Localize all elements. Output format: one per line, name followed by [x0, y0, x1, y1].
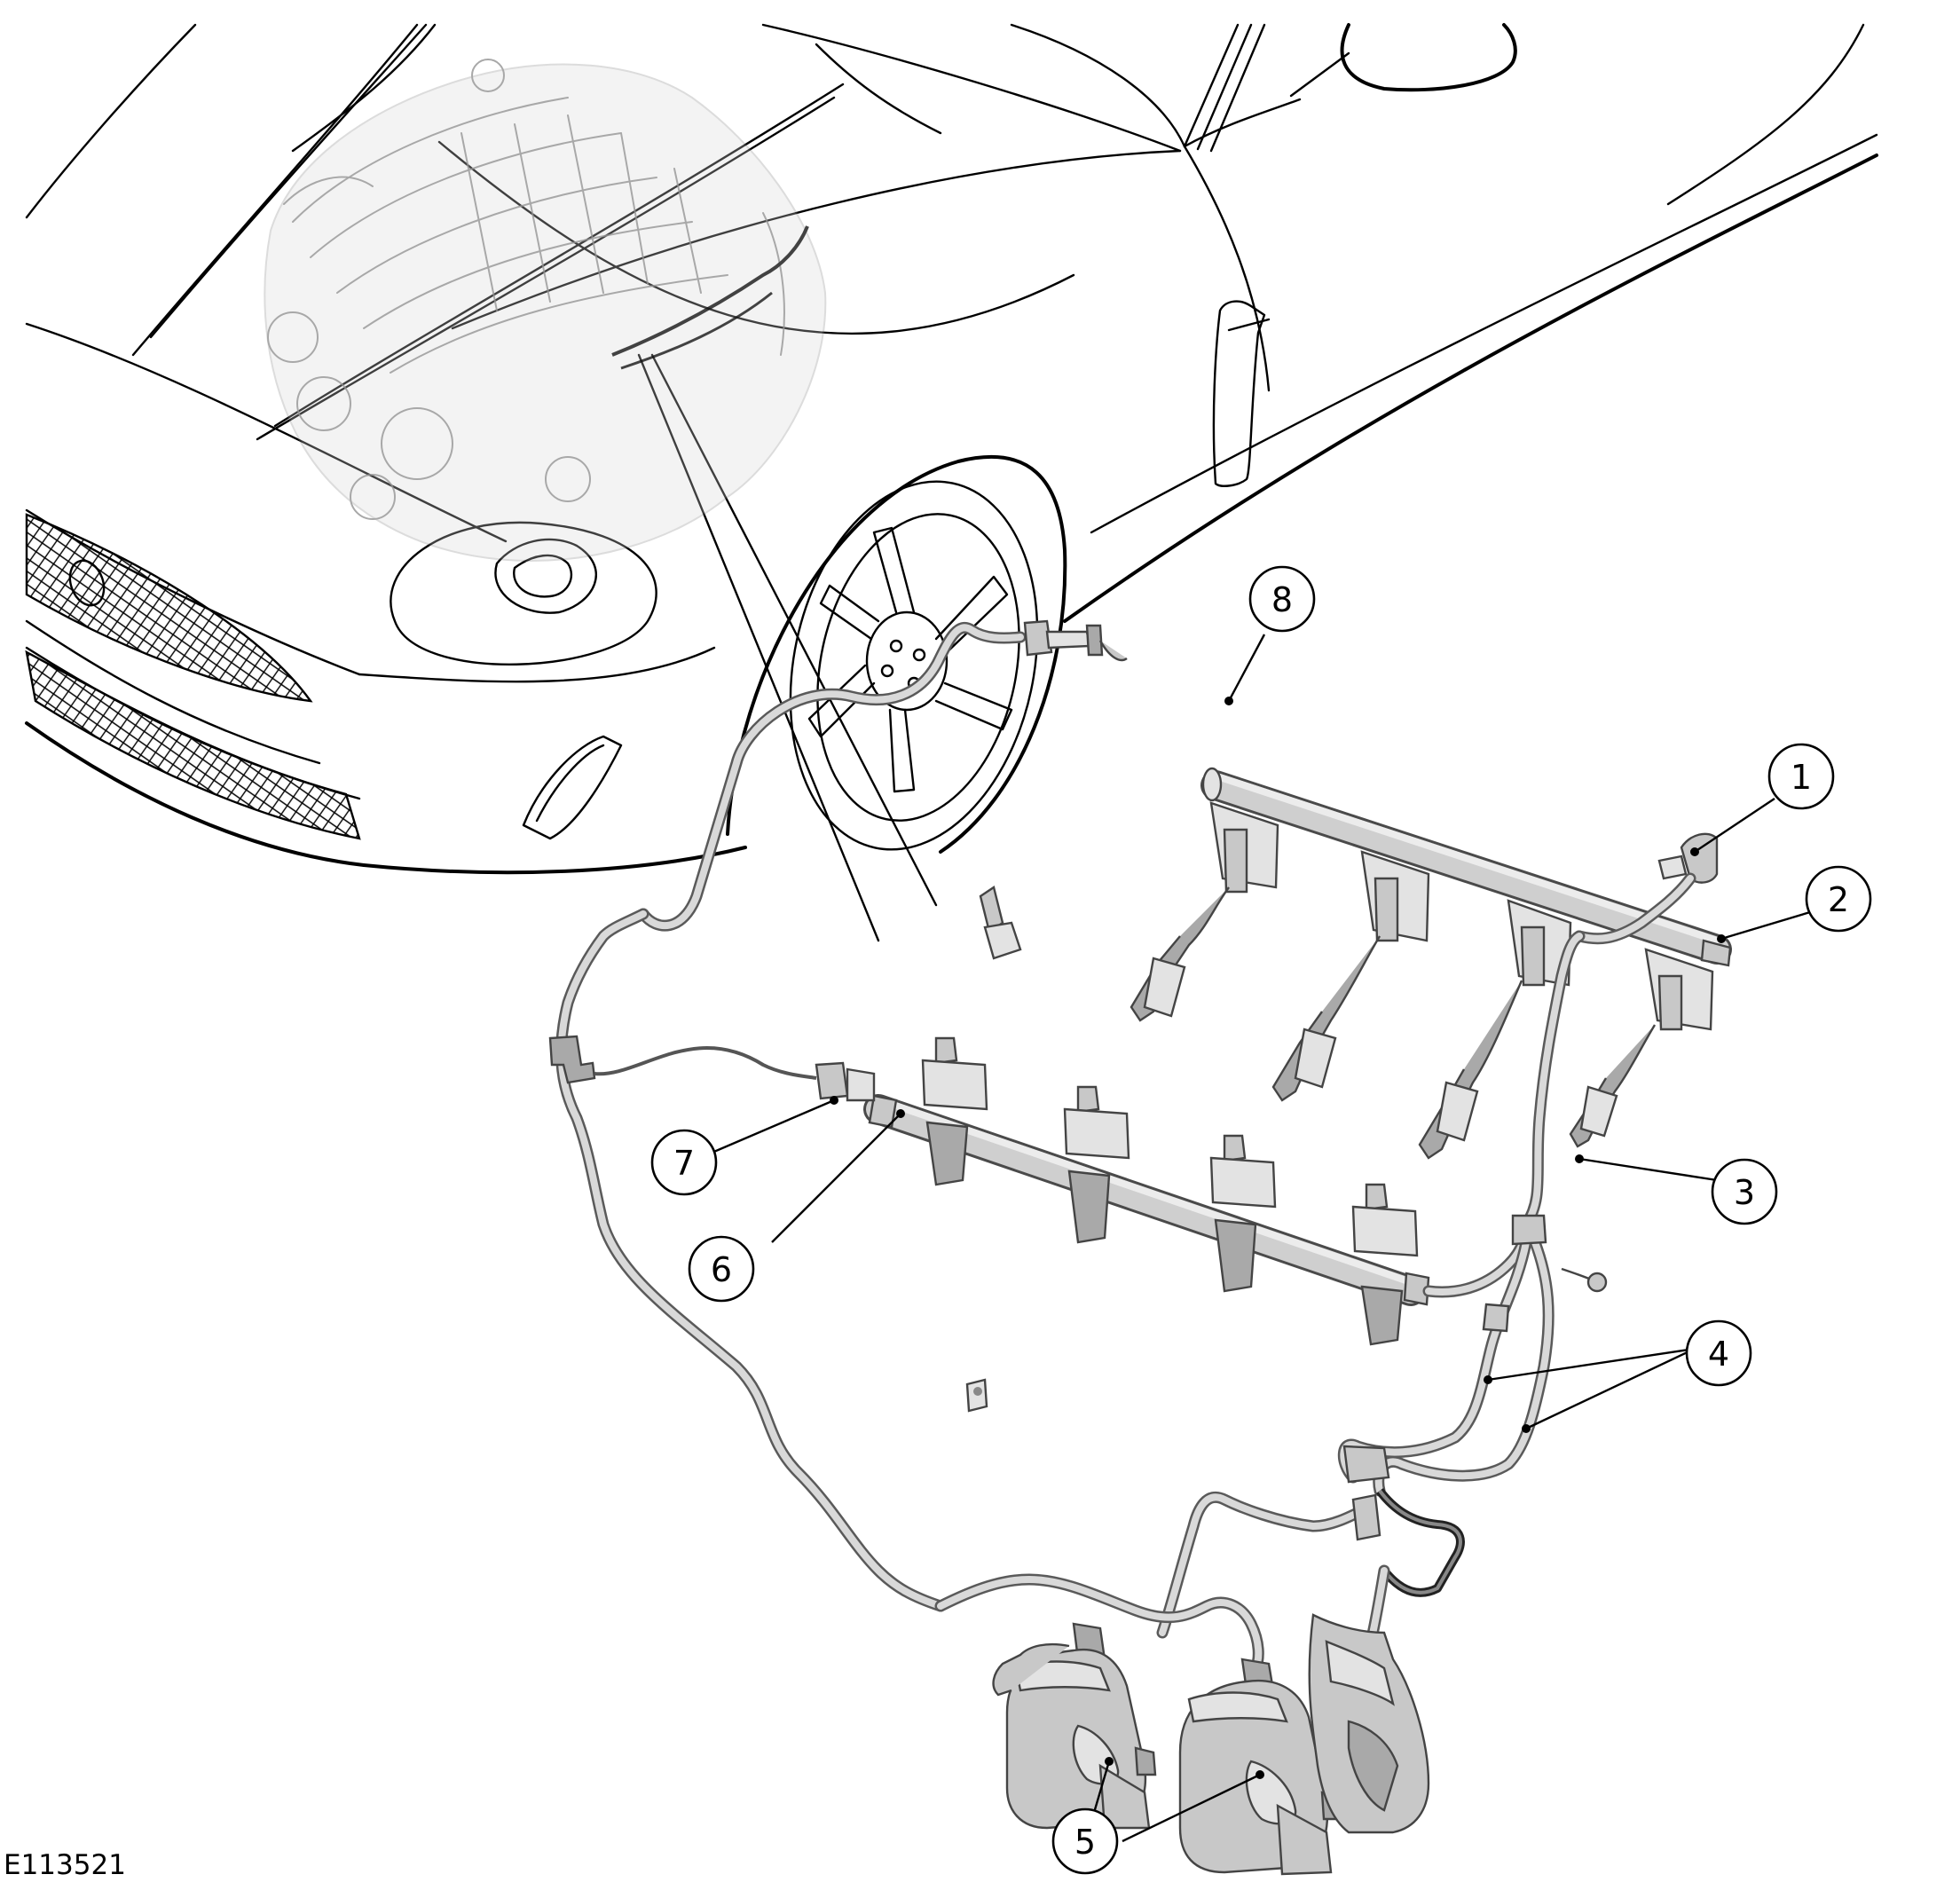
callout-6: 6	[688, 1235, 755, 1303]
callout-2: 2	[1805, 865, 1872, 933]
lower-grille	[25, 650, 361, 840]
figure-id: E113521	[4, 1849, 126, 1881]
fuel-supply-pipes	[1156, 930, 1608, 1648]
injector-right-2	[1271, 850, 1430, 1102]
fuel-rail-right	[1130, 767, 1732, 1160]
svg-text:1: 1	[1791, 758, 1812, 797]
injector-left-2	[1063, 1085, 1130, 1244]
callout-3: 3	[1711, 1158, 1778, 1225]
engine-ghost	[264, 59, 827, 562]
svg-text:5: 5	[1074, 1823, 1096, 1862]
callout-1: 1	[1767, 743, 1835, 810]
fuel-pressure-sensor	[548, 1035, 876, 1102]
injector-right-1	[1130, 801, 1279, 1022]
callout-leaders	[709, 634, 1811, 1843]
upper-grille	[25, 513, 313, 703]
car-body-outline	[25, 23, 1878, 942]
pump-right	[1178, 1493, 1430, 1876]
injector-right-3	[1418, 899, 1572, 1160]
injector-right-4	[1569, 948, 1714, 1148]
svg-text:2: 2	[1828, 880, 1849, 919]
fuel-rail-bracket	[1573, 832, 1719, 945]
callout-4: 4	[1685, 1319, 1752, 1387]
high-pressure-fuel-pumps	[934, 1493, 1430, 1876]
svg-text:6: 6	[711, 1250, 732, 1289]
front-wheel	[726, 455, 1067, 854]
svg-text:7: 7	[673, 1144, 695, 1183]
pump-left	[992, 1622, 1157, 1830]
callout-5: 5	[1051, 1807, 1119, 1875]
injector-left-3	[1209, 1134, 1277, 1293]
injector-left-1	[921, 1036, 988, 1186]
fuel-rail-left	[863, 1036, 1430, 1346]
svg-text:8: 8	[1271, 580, 1293, 619]
callout-8: 8	[1248, 565, 1316, 633]
fuel-feed-line	[555, 619, 1128, 1612]
injector-left-4	[1351, 1183, 1419, 1346]
callout-7: 7	[650, 1129, 718, 1196]
svg-text:4: 4	[1708, 1335, 1729, 1374]
svg-text:3: 3	[1734, 1173, 1755, 1212]
